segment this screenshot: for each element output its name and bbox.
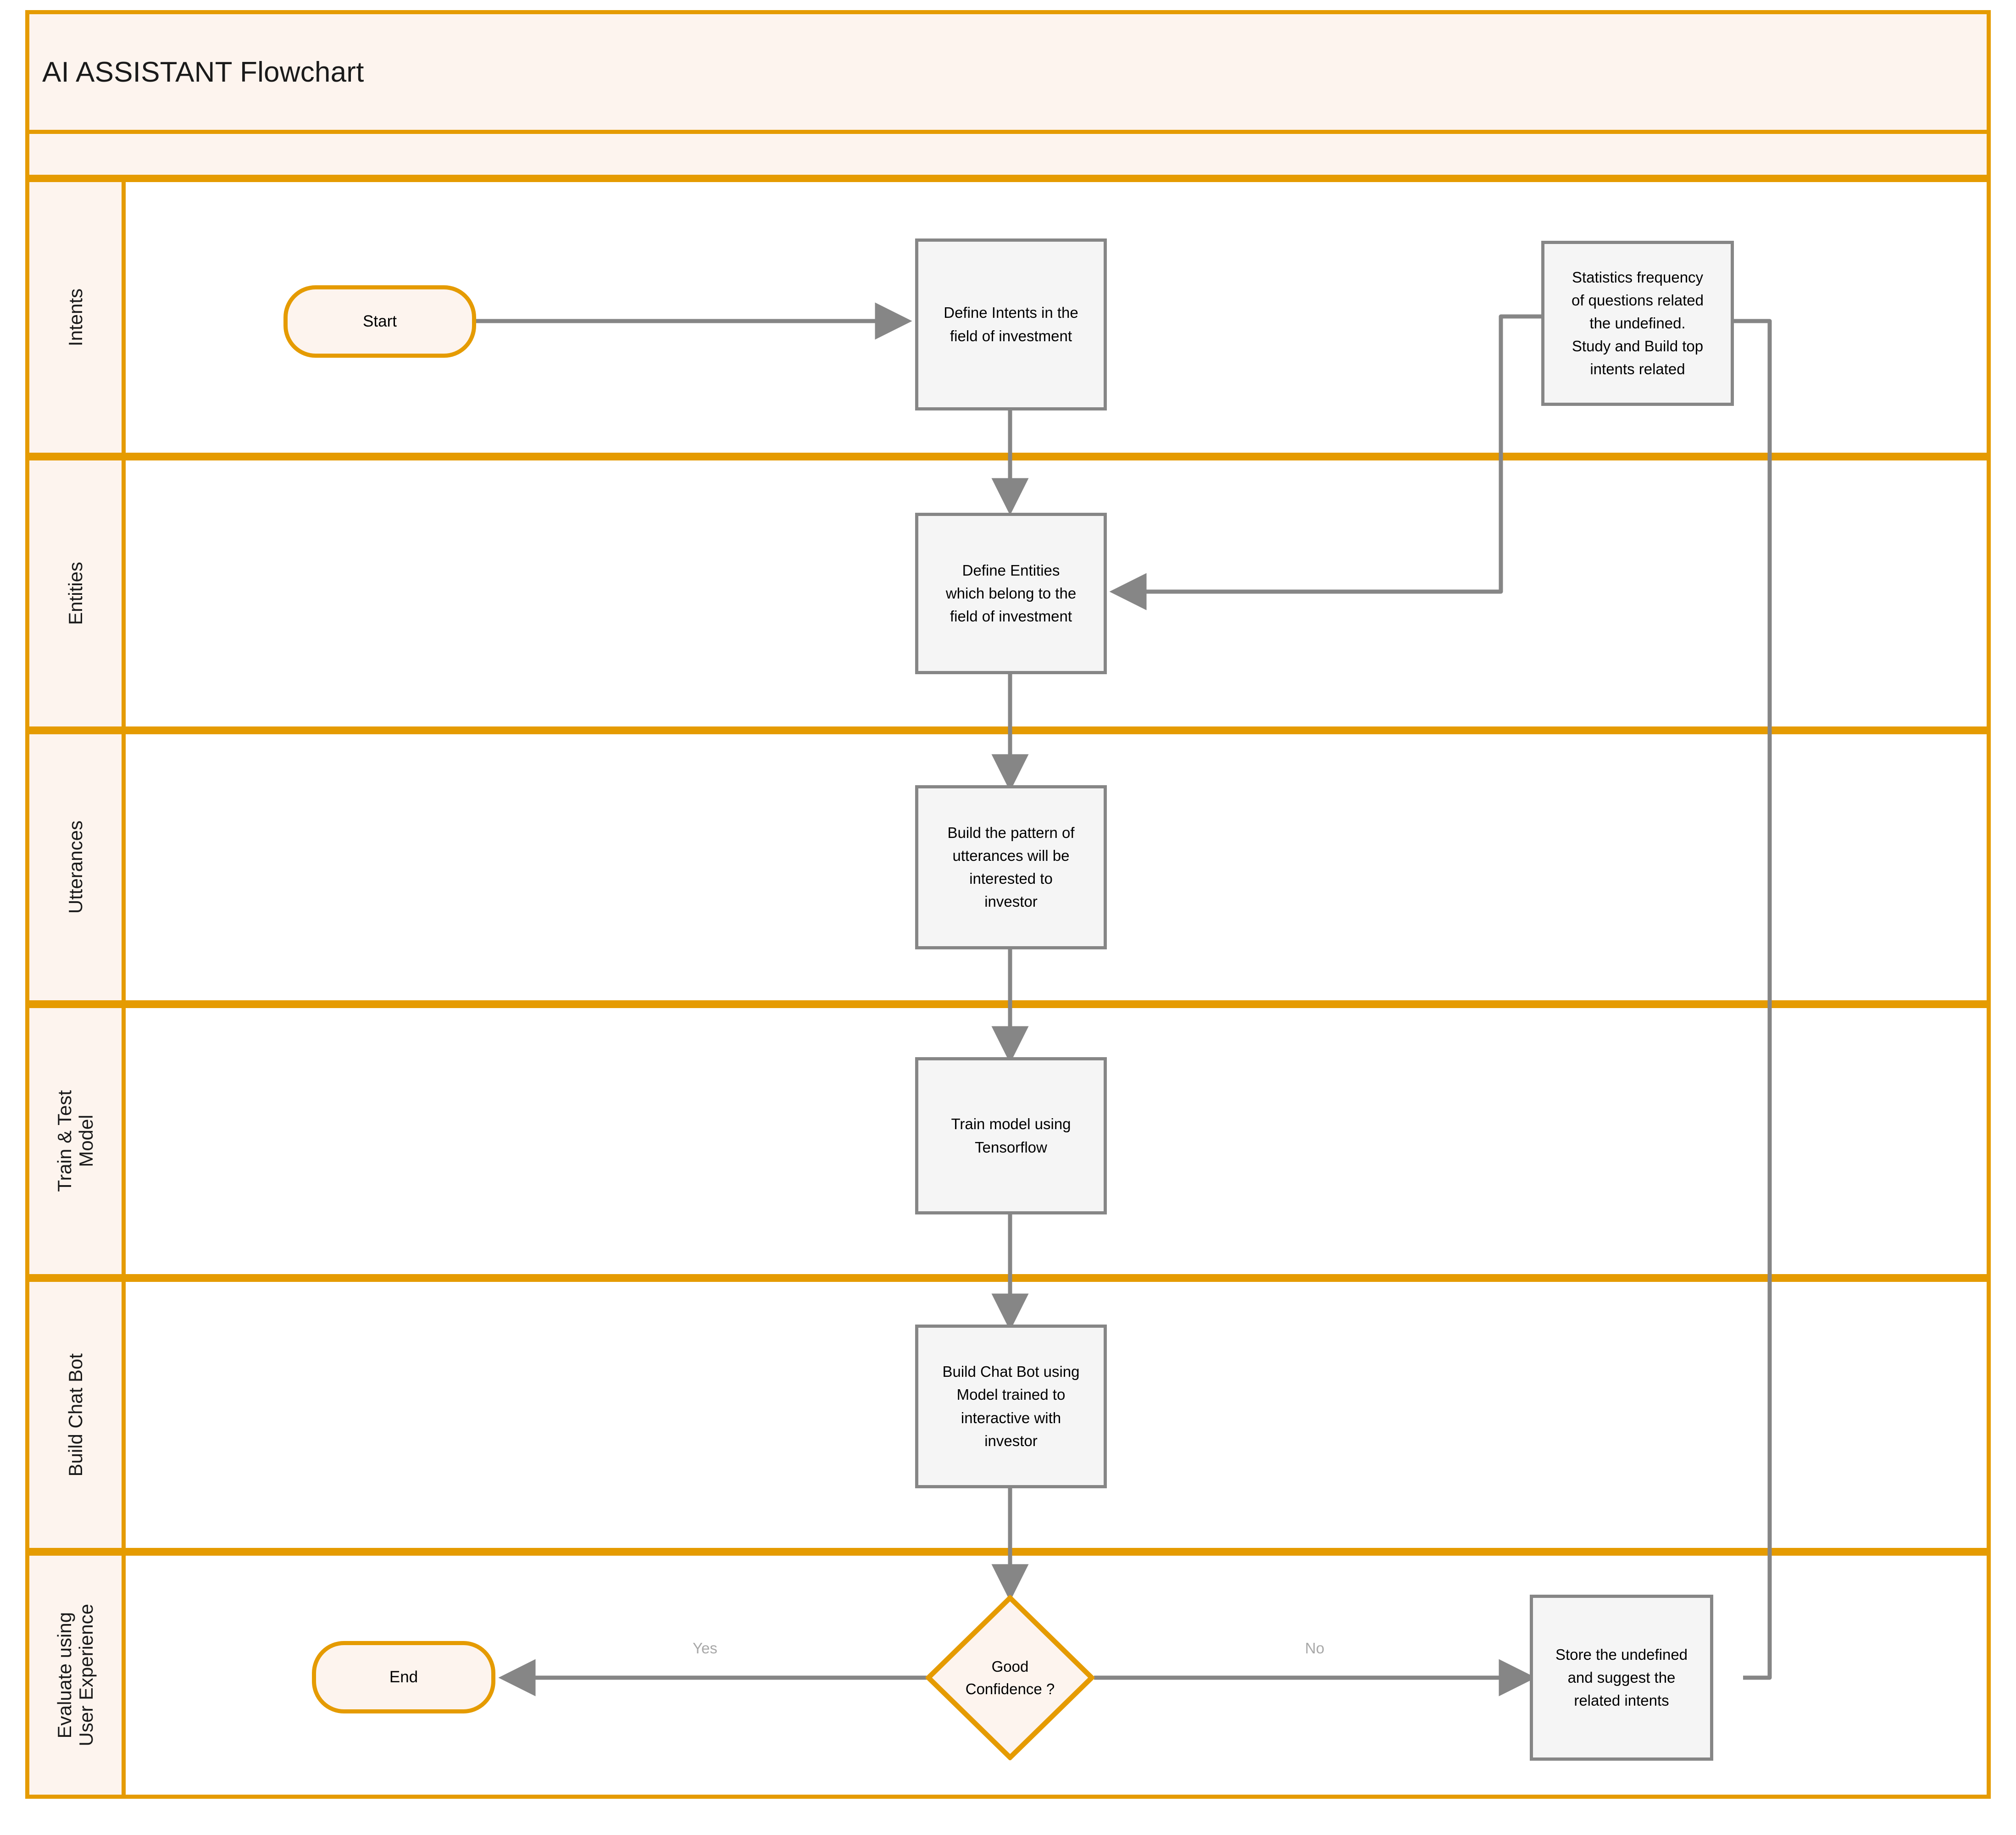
node-good-confidence[interactable]: Good Confidence ? [926, 1595, 1094, 1760]
diamond-shape [926, 1595, 1094, 1760]
lane-label-evaluate-text: Evaluate using User Experience [54, 1604, 97, 1746]
node-good-confidence-label: Good Confidence ? [965, 1658, 1055, 1698]
lane-label-build-chat-bot: Build Chat Bot [29, 1282, 126, 1548]
node-start[interactable]: Start [283, 285, 476, 358]
page-title: AI ASSISTANT Flowchart [25, 10, 1991, 134]
node-define-intents[interactable]: Define Intents in the field of investmen… [915, 238, 1107, 410]
edge-label-yes: Yes [693, 1640, 717, 1657]
lane-label-intents-text: Intents [64, 288, 86, 347]
lane-label-utterances: Utterances [29, 734, 126, 1000]
lane-label-utterances-text: Utterances [64, 820, 86, 914]
node-build-chatbot[interactable]: Build Chat Bot using Model trained to in… [915, 1325, 1107, 1488]
lane-label-train-test-model: Train & Test Model [29, 1008, 126, 1274]
node-define-entities[interactable]: Define Entities which belong to the fiel… [915, 513, 1107, 674]
lane-label-train-test-model-text: Train & Test Model [54, 1090, 97, 1192]
edge-label-no: No [1305, 1640, 1325, 1657]
lane-label-entities: Entities [29, 460, 126, 726]
node-train-model[interactable]: Train model using Tensorflow [915, 1057, 1107, 1214]
node-store-undefined[interactable]: Store the undefined and suggest the rela… [1530, 1595, 1713, 1761]
lane-label-build-chat-bot-text: Build Chat Bot [64, 1353, 86, 1477]
pool-header-bar [25, 134, 1991, 179]
node-statistics-frequency[interactable]: Statistics frequency of questions relate… [1541, 241, 1734, 406]
lane-label-entities-text: Entities [64, 562, 86, 625]
node-build-utterances[interactable]: Build the pattern of utterances will be … [915, 785, 1107, 949]
lane-label-intents: Intents [29, 182, 126, 453]
node-end[interactable]: End [312, 1641, 495, 1713]
lane-label-evaluate: Evaluate using User Experience [29, 1556, 126, 1795]
